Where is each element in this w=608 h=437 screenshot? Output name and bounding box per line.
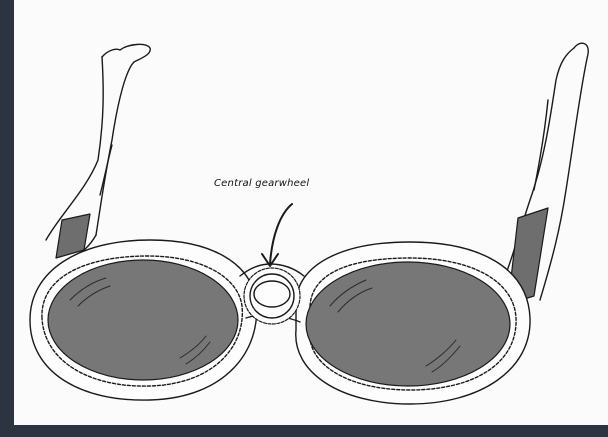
central-gearwheel xyxy=(244,268,300,324)
central-gearwheel-label: Central gearwheel xyxy=(214,178,309,189)
left-lens xyxy=(48,260,238,380)
right-lens xyxy=(306,262,510,386)
annotation-arrow xyxy=(262,204,292,266)
